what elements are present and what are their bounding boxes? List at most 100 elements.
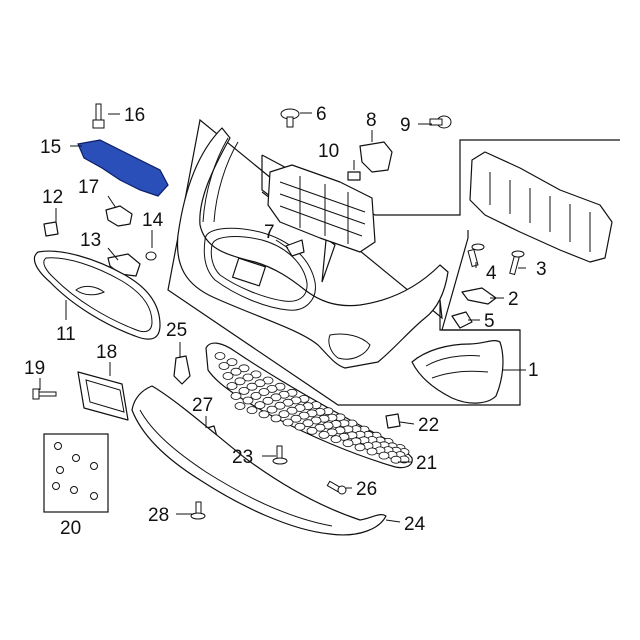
callout-23: 23: [232, 447, 253, 468]
bracket-2[interactable]: [461, 287, 497, 305]
bolt-19[interactable]: [32, 388, 57, 400]
grille-mesh-cell: [354, 443, 366, 452]
callout-10: 10: [318, 141, 339, 162]
kit-screw: [52, 442, 98, 500]
upper-grille-inner: [43, 257, 153, 333]
pin-23[interactable]: [272, 445, 288, 465]
shutter-clip: [347, 171, 361, 181]
pin-26[interactable]: [326, 480, 347, 495]
callout-24: 24: [404, 514, 426, 535]
license-plate-bracket-detail: [85, 379, 125, 413]
callout-4: 4: [486, 263, 497, 284]
grille-mesh-cell: [250, 391, 262, 400]
grille-emblem: [75, 285, 105, 296]
callout-11: 11: [56, 324, 76, 345]
callout-16: 16: [124, 105, 145, 126]
grille-mesh-cell: [294, 422, 306, 431]
grille-mesh-cell: [242, 396, 254, 405]
callout-5: 5: [484, 311, 495, 332]
clip-22[interactable]: [385, 413, 401, 429]
highlighted-bracket-15[interactable]: [77, 139, 169, 197]
upper-grille-group: [33, 250, 161, 340]
grille-mesh-cell: [286, 406, 298, 415]
grille-mesh-cell: [302, 419, 314, 428]
side-brackets-frame: [441, 230, 520, 331]
side-bracket-1-detail: [425, 355, 489, 379]
nut-14[interactable]: [145, 251, 157, 261]
grille-mesh-cell: [258, 410, 270, 419]
grille-mesh-cell: [330, 435, 342, 444]
callout-3: 3: [536, 259, 547, 280]
bracket-5[interactable]: [451, 311, 473, 329]
clip-12[interactable]: [43, 221, 59, 237]
pin-3[interactable]: [509, 250, 525, 276]
grille-mesh-cell: [242, 373, 254, 382]
bumper-grille-inner: [210, 236, 308, 302]
bracket-17[interactable]: [105, 205, 133, 227]
lower-valance[interactable]: [131, 385, 387, 536]
callout-17: 17: [78, 177, 99, 198]
grille-mesh-cell: [246, 406, 258, 415]
energy-absorber[interactable]: [469, 151, 613, 263]
grille-mesh-cell: [390, 455, 402, 464]
lower-grille-mesh: [214, 352, 410, 464]
fastener-6[interactable]: [280, 108, 300, 128]
grille-mesh-cell: [290, 414, 302, 423]
callout-12: 12: [42, 187, 63, 208]
grille-mesh-cell: [238, 386, 250, 395]
bracket-25[interactable]: [173, 355, 191, 385]
grille-mesh-cell: [266, 405, 278, 414]
callout-6: 6: [316, 104, 327, 125]
grille-mesh-cell: [226, 358, 238, 367]
bumper-cover[interactable]: [176, 127, 449, 369]
grille-mesh-cell: [254, 379, 266, 388]
grille-mesh-cell: [238, 364, 250, 373]
active-shutter-group: [267, 164, 376, 253]
callout-15: 15: [40, 137, 61, 158]
callout-7: 7: [264, 222, 275, 243]
lower-grille-group: [205, 342, 413, 469]
fastener-9[interactable]: [429, 115, 452, 129]
grille-mesh-cell: [282, 418, 294, 427]
grille-mesh-cell: [262, 396, 274, 405]
grille-mesh-cell: [278, 410, 290, 419]
callout-13: 13: [80, 230, 101, 251]
callout-2: 2: [508, 289, 519, 310]
fastener-kit-frame: [43, 433, 109, 513]
bracket-7[interactable]: [285, 239, 305, 257]
callout-26: 26: [356, 479, 377, 500]
fastener-kit-20[interactable]: [43, 433, 109, 513]
callout-27: 27: [192, 395, 213, 416]
callout-9: 9: [400, 115, 411, 136]
callout-14: 14: [142, 210, 164, 231]
bumper-upper-lip: [202, 137, 239, 223]
grille-mesh-cell: [306, 426, 318, 435]
stud-16[interactable]: [92, 103, 105, 129]
leader-lines: [39, 112, 526, 523]
energy-absorber-ribs: [489, 172, 591, 252]
license-plate-bracket[interactable]: [77, 371, 129, 421]
callout-20: 20: [60, 518, 81, 539]
lower-valance-edge: [139, 409, 333, 527]
grille-mesh-cell: [214, 352, 226, 360]
callout-25: 25: [166, 320, 187, 341]
grille-mesh-cell: [342, 439, 354, 448]
callout-8: 8: [366, 110, 377, 131]
grille-mesh-cell: [274, 401, 286, 410]
bumper-cover-group: [167, 118, 521, 406]
grille-shutter-slats: [279, 176, 366, 244]
bracket-8[interactable]: [359, 141, 393, 173]
upper-grille[interactable]: [33, 250, 161, 340]
grille-mesh-cell: [366, 447, 378, 456]
bumper-grille-opening: [203, 227, 316, 311]
pin-28[interactable]: [190, 501, 206, 520]
callout-21: 21: [416, 453, 437, 474]
grille-mesh-cell: [258, 388, 270, 396]
callout-18: 18: [96, 342, 117, 363]
bumper-fog-pocket: [328, 333, 371, 360]
grille-mesh-cell: [378, 451, 390, 460]
callout-19: 19: [24, 358, 45, 379]
pin-4[interactable]: [467, 243, 485, 268]
bumper-plate-pocket: [231, 257, 267, 287]
